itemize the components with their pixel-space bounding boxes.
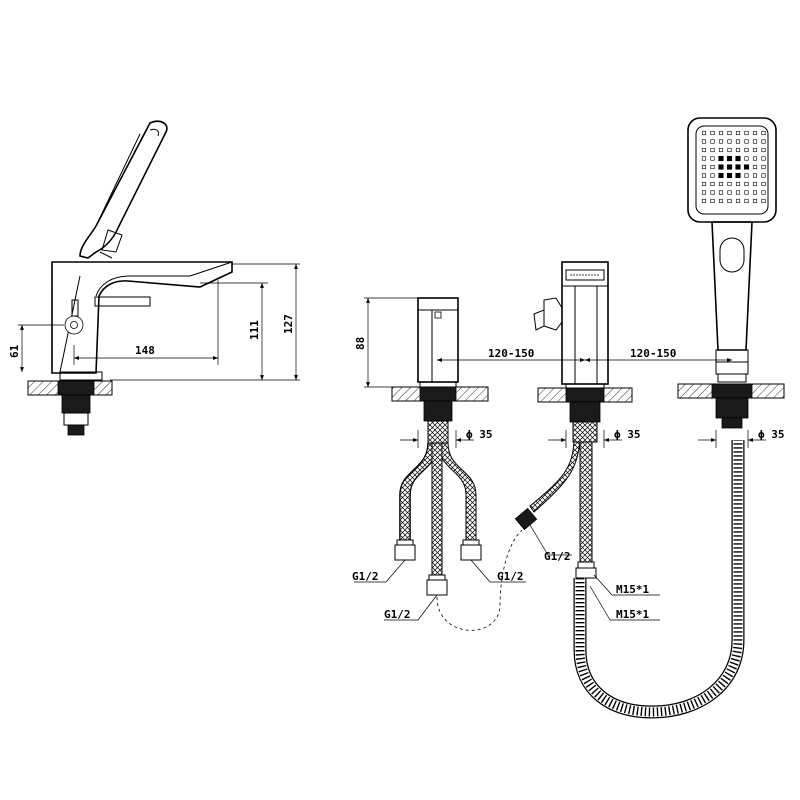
shower-nozzle	[735, 139, 741, 144]
shower-nozzle	[744, 173, 749, 178]
shower-nozzle	[744, 130, 749, 136]
dim-dia-3: ϕ 35	[758, 428, 785, 441]
dim-dia-2: ϕ 35	[614, 428, 641, 441]
shower-nozzle	[727, 181, 732, 187]
shower-nozzle	[752, 139, 758, 144]
shower-nozzle	[761, 147, 766, 153]
shower-nozzle	[710, 156, 715, 161]
shower-nozzle	[727, 139, 732, 144]
mixer-body-side	[51, 261, 233, 381]
shower-nozzle	[710, 181, 715, 187]
label-m15-upper: M15*1	[616, 583, 649, 596]
shower-nozzle	[752, 181, 758, 187]
shower-nozzle	[761, 164, 766, 170]
shower-nozzle	[726, 155, 733, 162]
side-view: 61 148 111 127	[8, 120, 300, 436]
shower-nozzle	[718, 130, 724, 136]
shower-nozzle	[701, 190, 707, 195]
shower-nozzle	[761, 190, 766, 195]
shower-nozzle	[718, 198, 724, 204]
label-g12-right: G1/2	[497, 570, 524, 583]
shower-nozzle	[752, 190, 758, 195]
shower-nozzle	[701, 173, 707, 178]
shower-nozzle	[752, 164, 758, 170]
shower-nozzle	[752, 198, 758, 204]
shower-nozzle	[701, 139, 707, 144]
dim-148: 148	[135, 344, 155, 357]
shower-nozzle	[752, 147, 758, 153]
shower-nozzle	[701, 181, 707, 187]
shower-nozzle	[727, 130, 732, 136]
shower-nozzle	[752, 173, 758, 178]
shower-nozzle	[752, 156, 758, 161]
shower-nozzle	[718, 155, 724, 162]
shower-nozzle	[701, 130, 707, 136]
dim-88: 88	[354, 337, 367, 350]
shower-nozzle	[761, 130, 766, 136]
shower-nozzle	[735, 164, 741, 170]
dim-spacing-left: 120-150	[488, 347, 534, 360]
shower-nozzle	[701, 156, 707, 161]
hand-shower-side	[79, 120, 168, 259]
shower-nozzle	[727, 190, 732, 195]
shower-nozzle	[743, 164, 750, 170]
shower-nozzle	[744, 139, 749, 144]
shower-nozzle	[744, 147, 749, 153]
shower-nozzle	[701, 198, 707, 204]
label-g12-left: G1/2	[352, 570, 379, 583]
shower-nozzle	[710, 198, 715, 204]
shower-nozzle	[744, 181, 749, 187]
shower-nozzle	[718, 172, 724, 179]
shower-nozzle	[735, 190, 741, 195]
shower-nozzle-grid	[701, 130, 766, 204]
shower-nozzle	[710, 139, 715, 144]
shower-nozzle	[710, 130, 715, 136]
shower-nozzle	[718, 139, 724, 144]
dim-127: 127	[282, 314, 295, 334]
shower-nozzle	[727, 198, 732, 204]
shower-nozzle	[701, 164, 707, 170]
shower-nozzle	[718, 181, 724, 187]
shower-nozzle	[726, 172, 733, 179]
shower-nozzle	[744, 156, 749, 161]
shower-nozzle	[761, 198, 766, 204]
label-m15-lower: M15*1	[616, 608, 649, 621]
mixer-front-view: 88 ϕ 35 G1/2 G1/2 G1/2	[352, 297, 526, 631]
shower-nozzle	[718, 147, 724, 153]
hand-shower-front-view: ϕ 35 120-150	[573, 117, 785, 719]
dim-spacing-right: 120-150	[630, 347, 676, 360]
shower-nozzle	[701, 147, 707, 153]
shower-nozzle	[710, 173, 715, 178]
shower-nozzle	[735, 130, 741, 136]
shower-nozzle	[744, 198, 749, 204]
shower-nozzle	[752, 130, 758, 136]
label-g12-diverter: G1/2	[544, 550, 571, 563]
shower-nozzle	[727, 147, 732, 153]
shower-nozzle	[761, 139, 766, 144]
label-g12-center: G1/2	[384, 608, 411, 621]
shower-nozzle	[710, 190, 715, 195]
shower-nozzle	[710, 164, 715, 170]
shower-nozzle	[718, 190, 724, 195]
diverter-front-view: ϕ 35 G1/2 M15*1 M15*1 120-150	[437, 261, 660, 621]
shower-nozzle	[744, 190, 749, 195]
shower-nozzle	[761, 173, 766, 178]
shower-nozzle	[710, 147, 715, 153]
shower-nozzle	[761, 181, 766, 187]
shower-nozzle	[735, 147, 741, 153]
shower-nozzle	[735, 172, 741, 179]
shower-nozzle	[735, 198, 741, 204]
dim-61: 61	[8, 344, 21, 358]
shower-nozzle	[726, 164, 733, 170]
shower-nozzle	[735, 155, 741, 162]
shower-nozzle	[735, 181, 741, 187]
dim-111: 111	[248, 320, 261, 340]
dim-dia-1: ϕ 35	[466, 428, 493, 441]
shower-nozzle	[718, 164, 724, 170]
shower-nozzle	[761, 156, 766, 161]
